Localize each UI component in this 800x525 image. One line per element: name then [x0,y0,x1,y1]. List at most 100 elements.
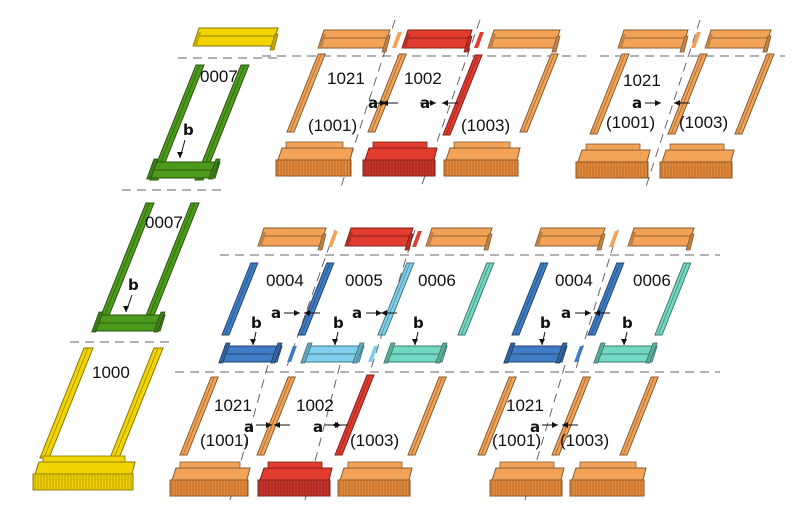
apron-top [171,467,251,481]
top-cover-end [258,232,266,246]
top-cover [425,227,493,247]
code-label: (1003) [461,116,510,135]
side-rail-edge [198,64,246,181]
cut-line [304,364,341,501]
dimension-a-label: a [561,304,571,322]
code-label: 1021 [327,69,365,88]
side-rail-edge [592,53,626,135]
side-rail-edge [43,347,89,459]
top-cover-end [679,35,689,53]
filler-strip [691,32,701,48]
filler-strip [328,231,338,247]
top-cover [617,29,689,49]
side-rail-edge [153,64,201,181]
top-cover [487,29,561,49]
code-label: 1021 [214,396,252,415]
apron-top [34,461,136,475]
dimension-a-label: a [313,418,323,436]
top-cover [257,227,327,247]
bottom-piece-end [435,342,448,364]
apron-ridge [285,141,344,149]
top-cover [401,29,473,49]
code-label: 1000 [92,363,130,382]
top-cover [704,29,772,49]
code-label: (1001) [492,431,541,450]
dimension-arrowhead [304,310,310,316]
top-cover-end [705,34,713,48]
top-cover-end [762,35,772,53]
apron-top [661,149,735,163]
code-label: 1021 [623,71,661,90]
side-rail-edge [148,202,196,319]
dimension-b-label: b [622,314,633,332]
top-cover-end [426,232,434,246]
apron-top [491,467,565,481]
side-rail-edge [337,374,371,456]
dimension-b-label: b [540,314,551,332]
dimension-arrowhead [332,422,338,428]
code-label: (1003) [679,113,728,132]
side-rail-edge [657,262,688,336]
apron-top [277,147,354,161]
side-rail-edge [370,53,403,133]
dimension-b-label: b [413,314,424,332]
apron-ridge [453,141,511,149]
dimension-a-label: a [271,304,281,322]
cut-line [369,229,416,373]
top-cover-end [463,35,473,53]
top-cover-end [404,233,414,251]
top-cover-end [318,34,326,48]
apron-ridge [669,143,725,151]
top-cover-end [685,233,695,251]
top-cover [627,227,695,247]
top-cover [534,227,606,247]
side-rail-edge [289,53,322,133]
dimension-arrowhead [382,100,388,106]
side-rail-edge [554,376,587,456]
dimension-b-label: b [128,276,139,294]
dimension-a-label: a [244,418,254,436]
code-label: 0004 [266,271,304,290]
top-cover-end [345,232,353,246]
apron-ridge [372,141,428,149]
bottom-piece-end [270,342,283,364]
dimension-arrowhead [539,339,545,345]
diagram-shapes [32,19,785,501]
side-rail-edge [410,376,443,456]
side-rail-edge [460,262,491,336]
filler-strip [474,32,484,48]
side-rail-edge [522,53,555,133]
top-cover [344,227,414,247]
apron-skirt [443,159,519,177]
apron-skirt [489,479,563,497]
side-rail-edge [670,53,704,135]
dimension-a-label: a [632,94,642,112]
code-label: 0005 [345,271,383,290]
bottom-piece-end [208,158,221,180]
apron-skirt [362,159,436,177]
top-cover-end [193,32,201,46]
dimension-arrowhead [552,422,558,428]
side-rail-edge [259,376,292,456]
top-cover-end [628,232,636,246]
code-label: 0006 [418,271,456,290]
apron-top [364,147,438,161]
top-cover-end [483,233,493,251]
filler-strip [287,346,297,362]
side-rail-edge [182,376,215,456]
side-rail-edge [622,376,655,456]
code-label: (1003) [560,431,609,450]
filler-strip [609,231,619,247]
side-rail-edge [380,262,411,336]
dimension-arrowhead [294,310,300,316]
dimension-arrowhead [250,339,256,345]
bottom-piece-end [503,342,516,364]
dimension-arrowhead [442,100,448,106]
side-rail-edge [224,262,255,336]
side-rail-edge [590,262,621,336]
apron-ridge [579,461,637,469]
top-cover-end [551,35,561,53]
apron-ridge [267,461,323,469]
dimension-arrowhead [594,310,600,316]
dimension-arrowhead [585,310,591,316]
